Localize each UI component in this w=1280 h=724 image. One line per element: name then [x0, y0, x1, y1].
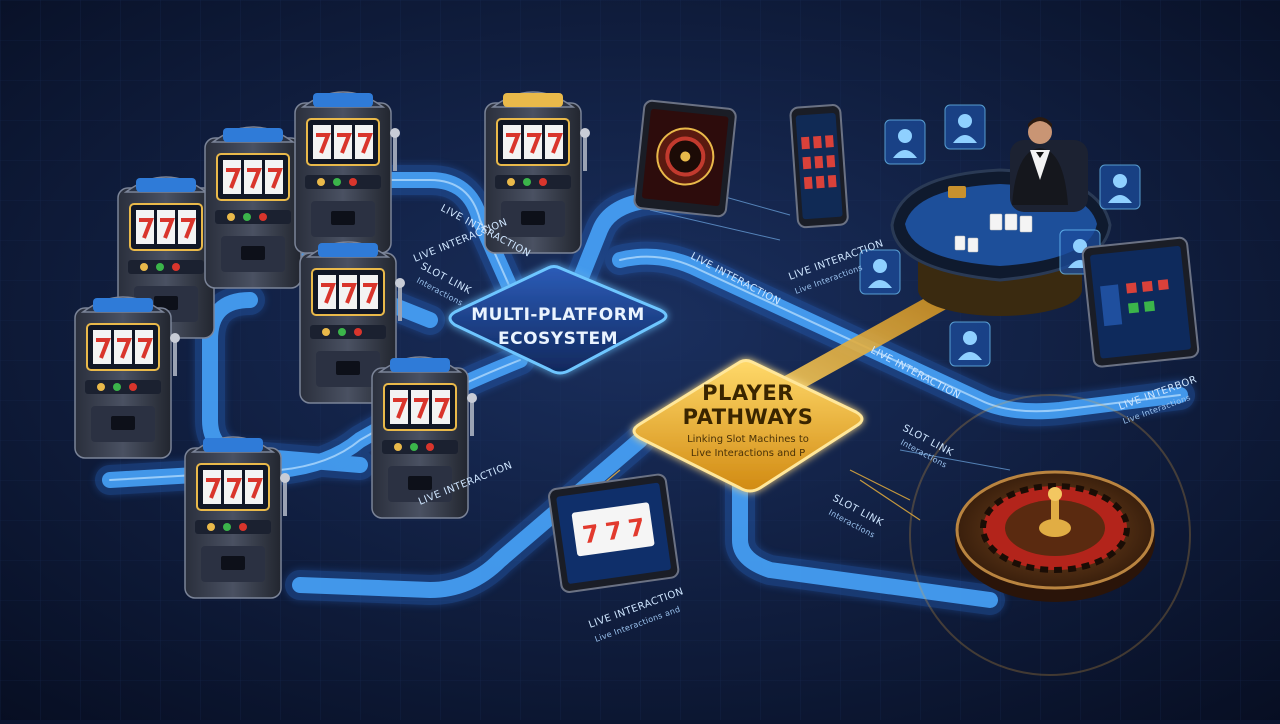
live-dealer-table	[890, 117, 1112, 316]
slot-machine	[117, 176, 223, 339]
user-avatar-icon	[949, 321, 991, 367]
slot-machines	[74, 91, 590, 599]
hub-ecosystem-line1: MULTI-PLATFORM	[471, 305, 645, 325]
hub-multi-platform-ecosystem[interactable]: MULTI-PLATFORM ECOSYSTEM	[448, 265, 668, 375]
gold-pathway	[770, 280, 970, 400]
reel-2: 7	[604, 516, 624, 546]
hub-pathways-sub1: Linking Slot Machines to	[687, 434, 809, 445]
user-avatar-icon	[884, 119, 926, 165]
slot-machine	[299, 241, 405, 404]
phone-slot-app	[789, 104, 849, 229]
slot-machine	[184, 436, 290, 599]
user-avatar-icon	[1099, 164, 1141, 210]
hub-player-pathways[interactable]: PLAYER PATHWAYS Linking Slot Machines to…	[632, 359, 864, 493]
user-avatar-icon	[944, 104, 986, 150]
tablet-slot-game: 7 7 7	[548, 473, 680, 593]
playing-cards	[954, 213, 1033, 253]
slot-machine	[294, 91, 400, 254]
slot-machine	[371, 356, 477, 519]
blue-pathways	[95, 165, 1195, 615]
hub-pathways-line1: PLAYER	[702, 381, 794, 405]
tablet-right	[1081, 236, 1200, 368]
hub-pathways-line2: PATHWAYS	[683, 405, 814, 429]
slot-machine	[484, 91, 590, 254]
tablet-roulette	[633, 99, 737, 218]
user-avatar-icon	[859, 249, 901, 295]
slot-machine	[74, 296, 180, 459]
hub-ecosystem-line2: ECOSYSTEM	[498, 329, 618, 349]
reel-1: 7	[581, 519, 601, 549]
hub-pathways-sub2: Live Interactions and P	[691, 448, 805, 459]
roulette-wheel	[909, 394, 1191, 676]
reel-3: 7	[626, 513, 646, 543]
slot-machine	[204, 126, 310, 289]
dealer	[1010, 117, 1088, 212]
user-avatars	[859, 104, 1141, 367]
